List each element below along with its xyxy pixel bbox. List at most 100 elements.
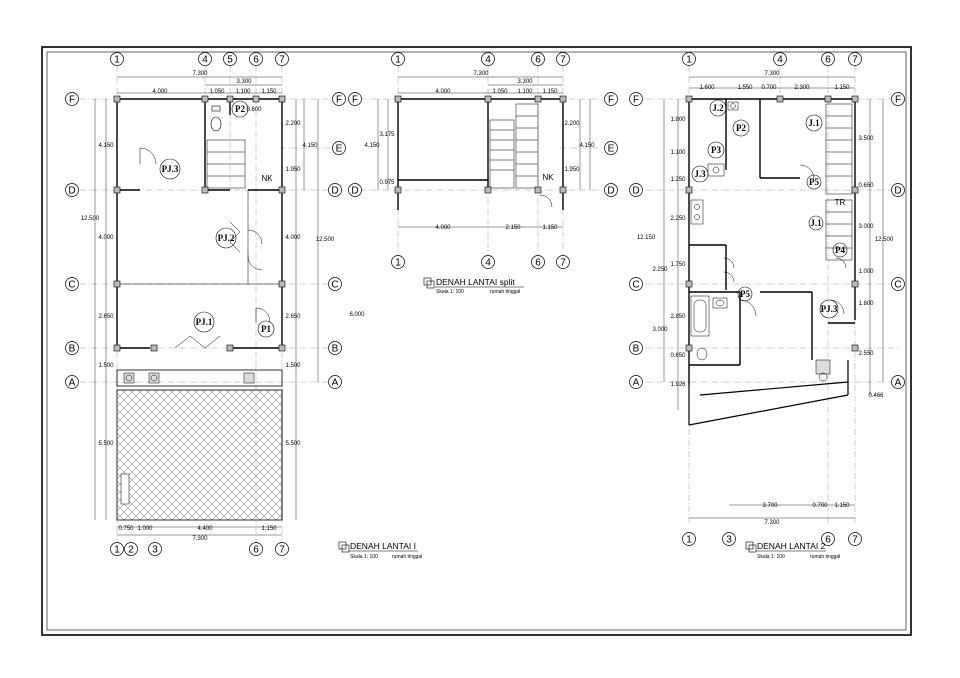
lantai2-grid-bottom-1-9-bubble xyxy=(682,532,696,546)
p2-dim-left-1800: 1.800 xyxy=(670,117,686,123)
dim-top-total: 7.300 xyxy=(192,71,208,77)
lantai1-grid-rows-E-2-bubble xyxy=(332,141,346,155)
dim-right-4000: 4.000 xyxy=(285,235,301,241)
split-grid-bottom-4-5: 4 xyxy=(485,258,491,269)
lantai2-grid-bottom-7-9: 7 xyxy=(852,535,858,546)
split-dim-1050: 1.050 xyxy=(492,89,508,95)
split-grid-top-6-4: 6 xyxy=(535,55,541,66)
lantai1-grid-rows-F-2-bubble xyxy=(65,92,79,106)
split-grid-rows-F-7-bubble xyxy=(604,92,618,106)
split-dim-right-2200: 2.200 xyxy=(564,121,580,127)
lantai1-grid-rows-B-3: B xyxy=(332,344,339,355)
lantai1-grid-rows-B-2-bubble xyxy=(65,341,79,355)
split-grid-top-1-4: 1 xyxy=(395,55,401,66)
lantai2-grid-rows-D-10: D xyxy=(632,186,639,197)
lantai1-grid-rows-C-2-bubble xyxy=(65,277,79,291)
split-grid-rows-D-6: D xyxy=(351,186,358,197)
label-pj3: PJ.3 xyxy=(162,164,179,174)
plan-2-room-labels: J.2 P2 J.1 P3 J.3 P5 TR J.1 P4 P5 PJ.3 xyxy=(691,99,848,319)
split-label-nk: NK xyxy=(542,173,554,182)
lantai1-grid-bottom-7-1: 7 xyxy=(279,545,285,556)
p2-dim-bottom-total: 7.300 xyxy=(764,520,780,526)
split-grid-top-4-4: 4 xyxy=(485,55,491,66)
lantai1-grid-bottom-6-1-bubble xyxy=(249,542,263,556)
lantai1-grid-top-7-0-bubble xyxy=(275,52,289,66)
p2-dim-left-3000: 3.000 xyxy=(652,327,668,333)
p2-label-tr: TR xyxy=(835,198,846,207)
lantai1-grid-rows-A-3-bubble xyxy=(328,375,342,389)
lantai1-grid-bottom-2-1: 2 xyxy=(128,545,134,556)
lantai1-grid-top-5-0: 5 xyxy=(227,55,233,66)
split-grid-rows-F-6-bubble xyxy=(348,92,362,106)
sheet-border-outer xyxy=(41,46,912,636)
dim-bottom-1150: 1.150 xyxy=(261,526,277,532)
p2-label-j1-mid: J.1 xyxy=(810,218,822,228)
lantai1-grid-bottom-3-1: 3 xyxy=(152,545,158,556)
p2-label-p4: P4 xyxy=(835,245,845,255)
sheet-border-inner xyxy=(46,51,907,631)
p2-dim-right-12500: 12.500 xyxy=(875,237,894,243)
split-grid-bottom-7-5: 7 xyxy=(560,258,566,269)
lantai2-grid-rows-C-10-bubble xyxy=(629,277,643,291)
plan-lantai-split xyxy=(360,66,600,262)
p2-label-p2: P2 xyxy=(736,123,746,133)
lantai2-grid-bottom-3-9: 3 xyxy=(726,535,732,546)
split-grid-rows-D-7-bubble xyxy=(604,183,618,197)
lantai2-grid-top-6-8: 6 xyxy=(825,55,831,66)
dim-left-5500: 5.500 xyxy=(98,441,114,447)
p2-dim-left-2250a: 2.250 xyxy=(670,216,686,222)
lantai2-grid-rows-C-10: C xyxy=(632,280,639,291)
dim-top-1050: 1.050 xyxy=(209,89,225,95)
dim-right-1500: 1.500 xyxy=(285,363,301,369)
lantai2-grid-rows-D-10-bubble xyxy=(629,183,643,197)
lantai1-grid-top-1-0-bubble xyxy=(110,52,124,66)
split-grid-rows-D-6-bubble xyxy=(348,183,362,197)
plan-1-dimensions: 7.300 3.300 4.000 1.050 1.100 1.150 0.60… xyxy=(81,71,365,542)
p2-dim-total: 7.300 xyxy=(764,71,780,77)
split-dim-total: 7.300 xyxy=(473,71,489,77)
plan-2-title: DENAH LANTAI 2 xyxy=(757,541,826,551)
split-grid-bottom-6-5-bubble xyxy=(531,255,545,269)
dim-right-1950: 1.950 xyxy=(285,167,301,173)
lantai1-grid-top-7-0: 7 xyxy=(279,55,285,66)
p2-dim-left-2250b: 2.250 xyxy=(652,267,668,273)
split-grid-bottom-1-5-bubble xyxy=(391,255,405,269)
lantai1-grid-top-4-0-bubble xyxy=(198,52,212,66)
split-grid-rows-E-6-bubble xyxy=(604,141,618,155)
lantai2-grid-bottom-6-9-bubble xyxy=(821,532,835,546)
p2-dim-bottom-1150: 1.150 xyxy=(834,503,850,509)
dim-top-1150: 1.150 xyxy=(261,89,277,95)
carport-paving xyxy=(116,389,283,521)
split-dim-left-3175: 3.175 xyxy=(379,132,395,138)
lantai2-grid-rows-D-11-bubble xyxy=(891,183,905,197)
plan-1-scale: Skala 1: 100 xyxy=(350,554,378,560)
plan-2-scale: Skala 1: 100 xyxy=(757,554,785,560)
dim-left-2650: 2.650 xyxy=(98,314,114,320)
split-dim-right-1950: 1.950 xyxy=(564,167,580,173)
p2-label-p5-bottom: P5 xyxy=(740,289,750,299)
dim-top-3300: 3.300 xyxy=(236,79,252,85)
lantai1-grid-bottom-1-1-bubble xyxy=(110,542,124,556)
split-dim-left-0975: 0.975 xyxy=(379,180,395,186)
p2-dim-left-12150: 12.150 xyxy=(637,235,656,241)
split-dim-bottom-2150: 2.150 xyxy=(505,225,521,231)
p2-label-pj3: PJ.3 xyxy=(821,304,838,314)
lantai1-grid-rows-F-3: F xyxy=(336,95,342,106)
p2-dim-bottom-0700: 0.700 xyxy=(812,503,828,509)
p2-dim-right-0466: 0.466 xyxy=(868,393,884,399)
label-p1: P1 xyxy=(261,324,271,334)
p2-dim-left-1750: 1.750 xyxy=(670,262,686,268)
lantai2-grid-rows-A-11: A xyxy=(895,378,902,389)
split-grid-rows-E-6: E xyxy=(608,144,615,155)
dim-left-1500: 1.500 xyxy=(98,363,114,369)
dim-left-12500: 12.500 xyxy=(81,216,100,222)
label-p2: P2 xyxy=(235,104,245,114)
lantai2-grid-rows-B-10: B xyxy=(633,344,640,355)
split-grid-bottom-7-5-bubble xyxy=(556,255,570,269)
plan-split-title: DENAH LANTAI split xyxy=(436,277,515,287)
lantai2-grid-rows-F-11-bubble xyxy=(891,92,905,106)
lantai1-grid-rows-A-2-bubble xyxy=(65,375,79,389)
lantai1-grid-rows-A-3: A xyxy=(332,378,339,389)
lantai1-grid-top-5-0-bubble xyxy=(223,52,237,66)
lantai2-grid-rows-C-11-bubble xyxy=(891,277,905,291)
